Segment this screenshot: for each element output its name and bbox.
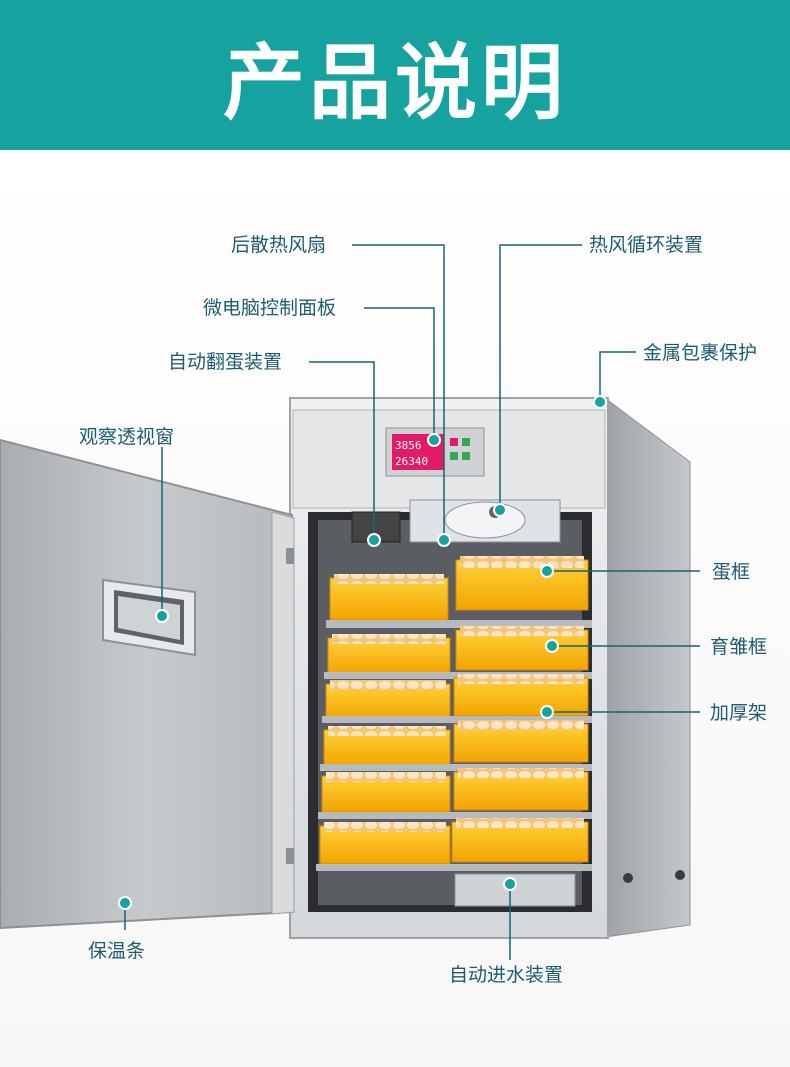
label-auto-water: 自动进水装置 — [449, 964, 564, 986]
tray-row — [318, 768, 592, 819]
label-rear-fan: 后散热风扇 — [231, 234, 327, 256]
door-hinge — [286, 548, 294, 564]
page-title: 产品说明 — [222, 35, 567, 131]
label-thick-rack: 加厚架 — [710, 702, 768, 724]
tray-row — [322, 674, 592, 723]
cabinet-side-panel — [604, 396, 691, 938]
panel-button[interactable] — [450, 452, 458, 460]
label-auto-turning: 自动翻蛋装置 — [168, 351, 283, 373]
tray-row — [326, 556, 592, 628]
leader-dots — [118, 395, 607, 910]
display-line2: 26340 — [395, 455, 428, 468]
tray-row — [320, 720, 592, 771]
side-vent — [623, 873, 633, 883]
water-device — [454, 873, 576, 907]
fan-assembly — [409, 499, 561, 543]
egg-trays — [316, 556, 592, 871]
panel-button[interactable] — [462, 452, 470, 460]
label-control-panel: 微电脑控制面板 — [203, 297, 337, 319]
door-hinge — [286, 848, 294, 864]
header-banner: 产品说明 — [0, 0, 790, 150]
open-door — [0, 438, 293, 930]
display-line1: 3856 — [395, 439, 422, 452]
tray-row — [316, 818, 592, 871]
incubator-illustration: 3856 26340 — [0, 244, 700, 960]
label-metal-wrap: 金属包裹保护 — [643, 342, 758, 364]
side-vent — [675, 870, 685, 880]
label-viewing-window: 观察透视窗 — [79, 426, 175, 448]
label-hot-air-circulation: 热风循环装置 — [589, 234, 704, 256]
product-illustration: 3856 26340 — [0, 150, 790, 1067]
label-insulation-strip: 保温条 — [88, 940, 146, 962]
panel-button[interactable] — [462, 438, 470, 446]
door-edge — [271, 511, 295, 915]
label-egg-tray: 蛋框 — [712, 561, 751, 583]
panel-button[interactable] — [450, 438, 458, 446]
leader-lines — [124, 244, 700, 960]
viewing-window — [102, 578, 196, 657]
label-hatching-tray: 育雏框 — [710, 636, 768, 658]
